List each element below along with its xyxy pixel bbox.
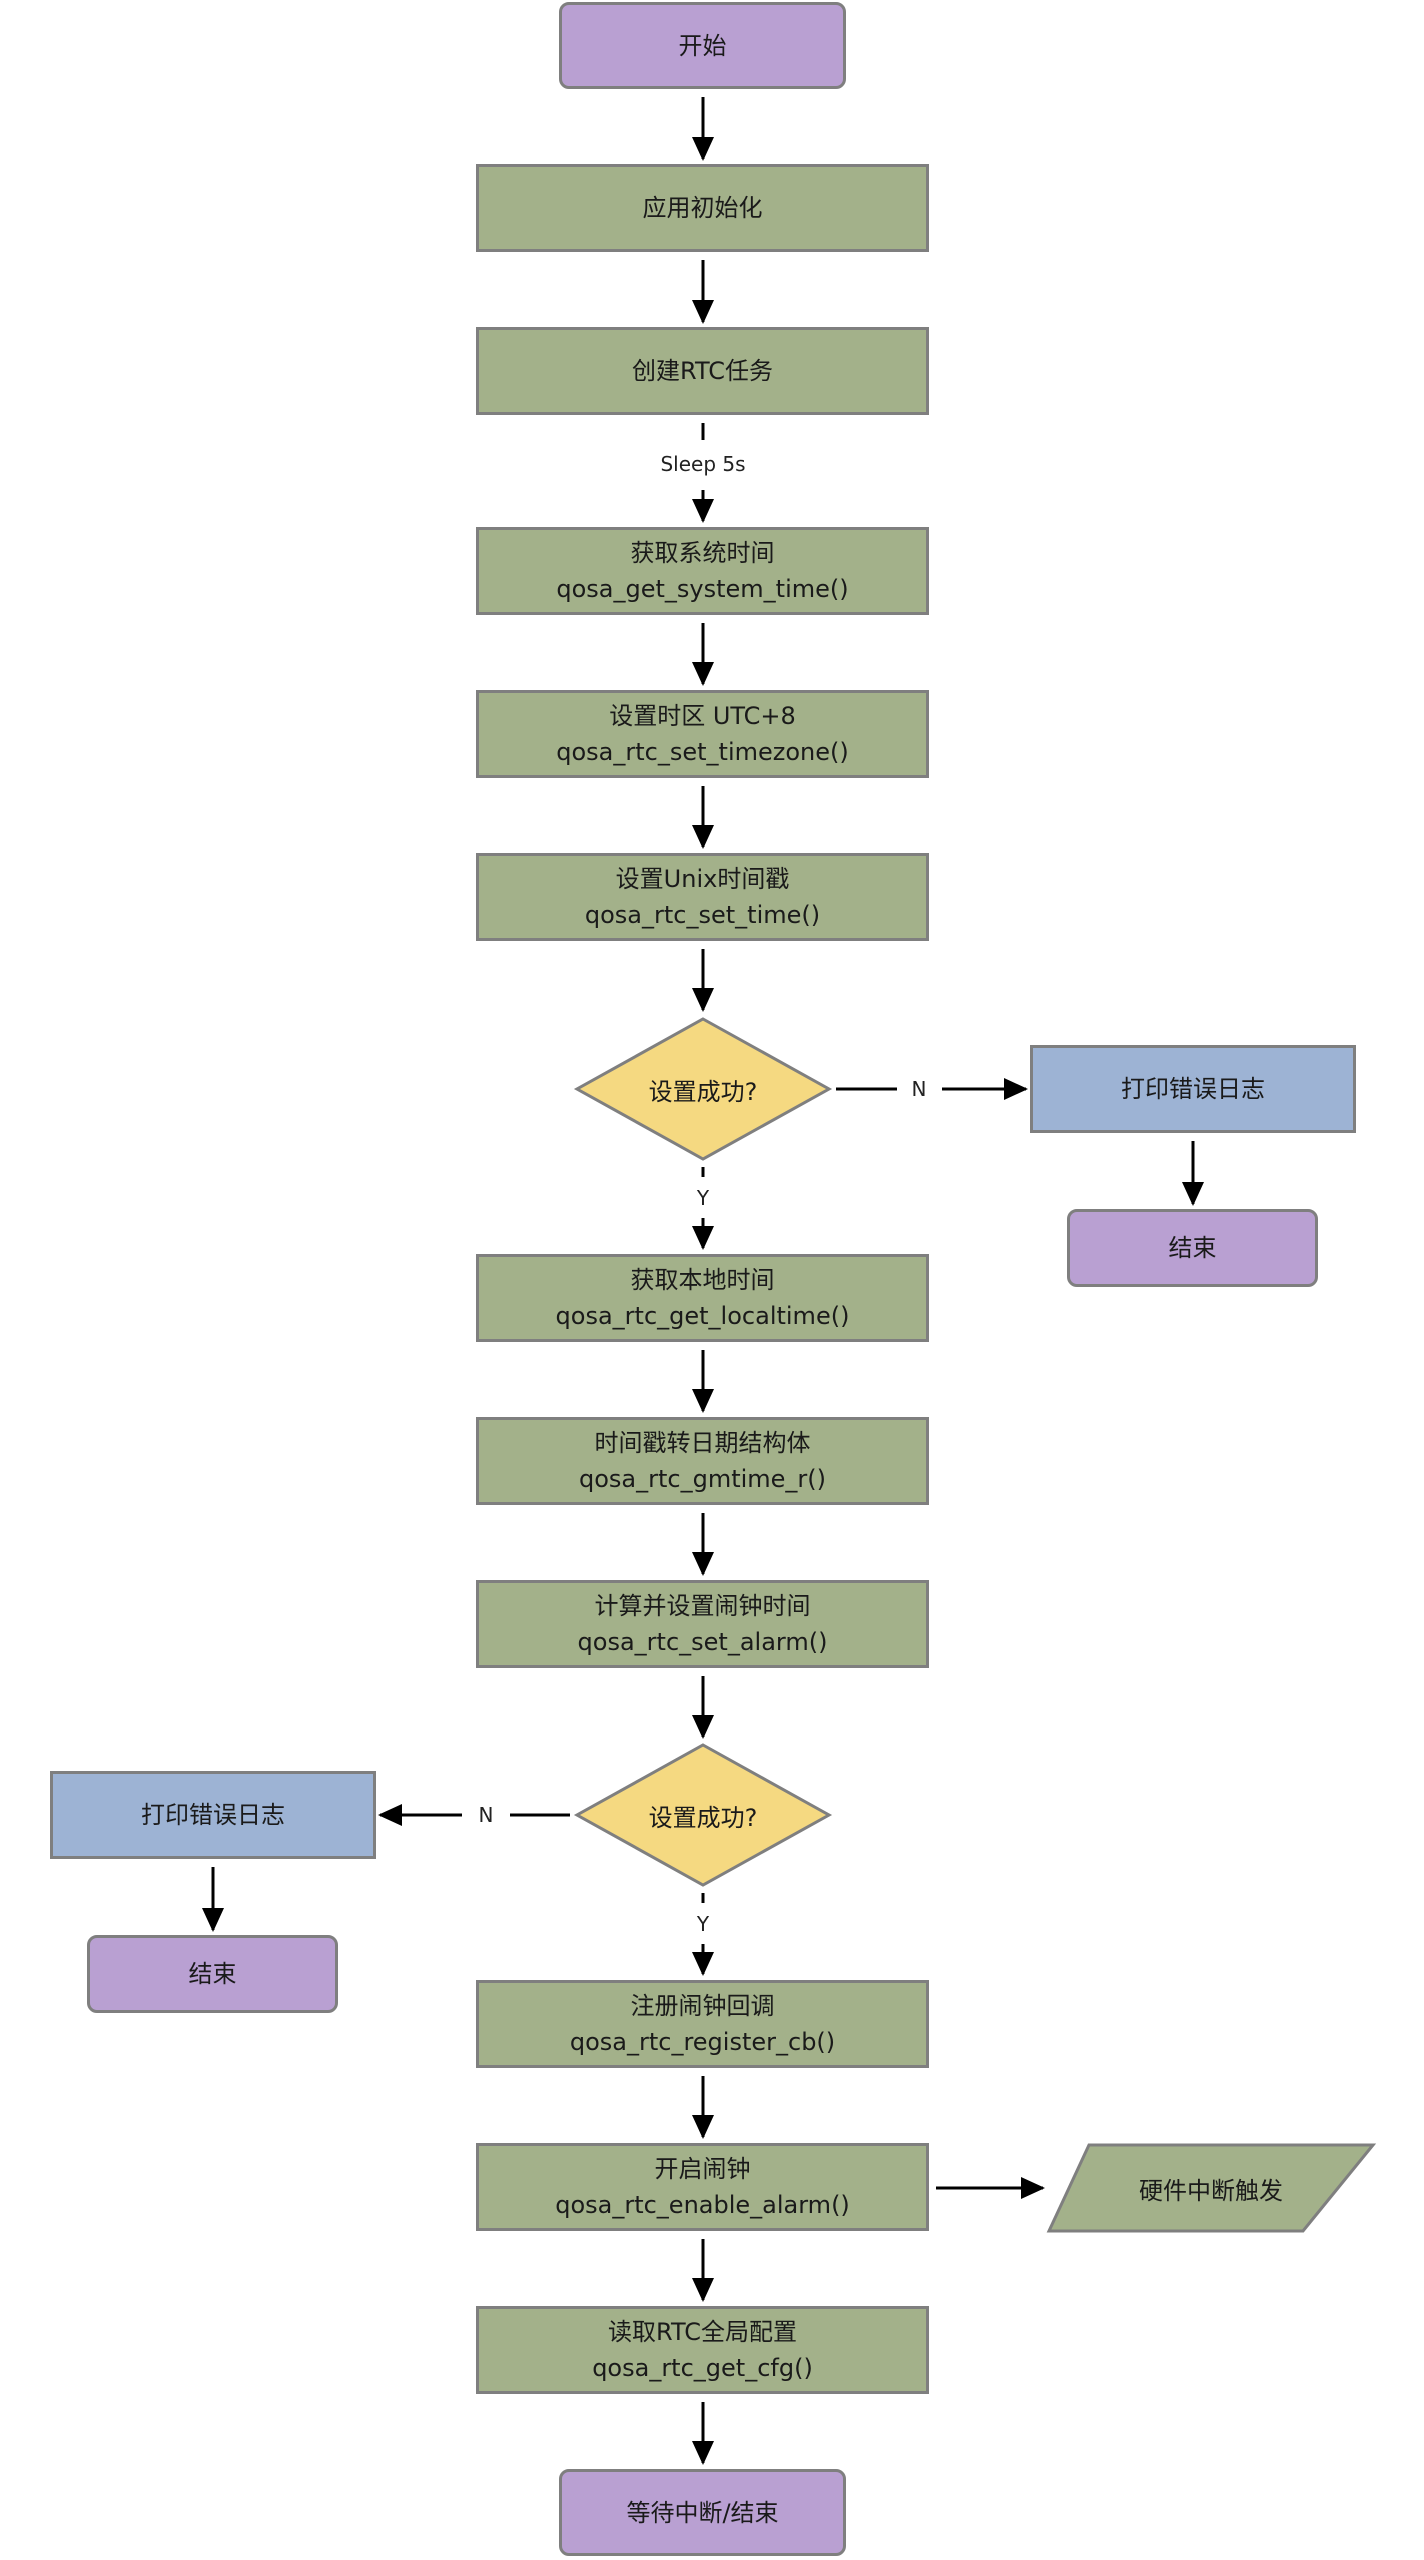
get-localtime-label: 获取本地时间 [630, 1266, 775, 1294]
get-cfg-func: qosa_rtc_get_cfg() [592, 2354, 813, 2382]
set-time-node: 设置Unix时间戳 qosa_rtc_set_time() [476, 853, 929, 941]
enable-alarm-label: 开启闹钟 [654, 2155, 751, 2183]
error-log-label-2: 打印错误日志 [141, 1801, 285, 1829]
gmtime-label: 时间戳转日期结构体 [594, 1429, 811, 1457]
start-node: 开始 [559, 2, 846, 89]
decision1-diamond [573, 1017, 833, 1161]
register-cb-func: qosa_rtc_register_cb() [569, 2028, 836, 2056]
edge-label-decision1-yes: Y [690, 1186, 716, 1210]
end-label-2: 结束 [188, 1960, 237, 1988]
edge-label-decision2-no: N [472, 1803, 500, 1827]
register-cb-node: 注册闹钟回调 qosa_rtc_register_cb() [476, 1980, 929, 2068]
set-time-func: qosa_rtc_set_time() [584, 901, 821, 929]
register-cb-label: 注册闹钟回调 [630, 1992, 775, 2020]
get-system-time-node: 获取系统时间 qosa_get_system_time() [476, 527, 929, 615]
create-task-label: 创建RTC任务 [632, 357, 773, 385]
get-system-time-label: 获取系统时间 [630, 539, 775, 567]
gmtime-func: qosa_rtc_gmtime_r() [578, 1465, 827, 1493]
enable-alarm-node: 开启闹钟 qosa_rtc_enable_alarm() [476, 2143, 929, 2231]
app-init-node: 应用初始化 [476, 164, 929, 252]
wait-end-node: 等待中断/结束 [559, 2469, 846, 2556]
get-cfg-node: 读取RTC全局配置 qosa_rtc_get_cfg() [476, 2306, 929, 2394]
wait-end-label: 等待中断/结束 [626, 2498, 779, 2527]
get-localtime-node: 获取本地时间 qosa_rtc_get_localtime() [476, 1254, 929, 1342]
decision2-diamond [573, 1743, 833, 1887]
set-time-label: 设置Unix时间戳 [615, 865, 790, 893]
set-alarm-func: qosa_rtc_set_alarm() [577, 1628, 828, 1656]
hw-irq-parallelogram [1046, 2143, 1377, 2233]
hw-irq-label: 硬件中断触发 [1139, 2176, 1283, 2205]
edge-label-decision1-no: N [905, 1077, 933, 1101]
set-timezone-label: 设置时区 UTC+8 [609, 702, 796, 730]
enable-alarm-func: qosa_rtc_enable_alarm() [555, 2191, 850, 2219]
get-localtime-func: qosa_rtc_get_localtime() [555, 1302, 850, 1330]
edge-label-sleep: Sleep 5s [654, 452, 752, 476]
edge-label-decision2-yes: Y [690, 1912, 716, 1936]
get-cfg-label: 读取RTC全局配置 [608, 2318, 797, 2346]
gmtime-node: 时间戳转日期结构体 qosa_rtc_gmtime_r() [476, 1417, 929, 1505]
app-init-label: 应用初始化 [642, 194, 763, 222]
set-timezone-node: 设置时区 UTC+8 qosa_rtc_set_timezone() [476, 690, 929, 778]
set-alarm-node: 计算并设置闹钟时间 qosa_rtc_set_alarm() [476, 1580, 929, 1668]
decision2-label: 设置成功? [648, 1803, 758, 1832]
error-log-node-2: 打印错误日志 [50, 1771, 376, 1859]
end-label-1: 结束 [1168, 1234, 1217, 1262]
create-task-node: 创建RTC任务 [476, 327, 929, 415]
decision1-label: 设置成功? [648, 1077, 758, 1106]
end-node-2: 结束 [87, 1935, 338, 2013]
error-log-label-1: 打印错误日志 [1121, 1075, 1265, 1103]
get-system-time-func: qosa_get_system_time() [556, 575, 849, 603]
set-timezone-func: qosa_rtc_set_timezone() [556, 738, 849, 766]
start-label: 开始 [678, 31, 727, 60]
end-node-1: 结束 [1067, 1209, 1318, 1287]
set-alarm-label: 计算并设置闹钟时间 [594, 1592, 811, 1620]
error-log-node-1: 打印错误日志 [1030, 1045, 1356, 1133]
